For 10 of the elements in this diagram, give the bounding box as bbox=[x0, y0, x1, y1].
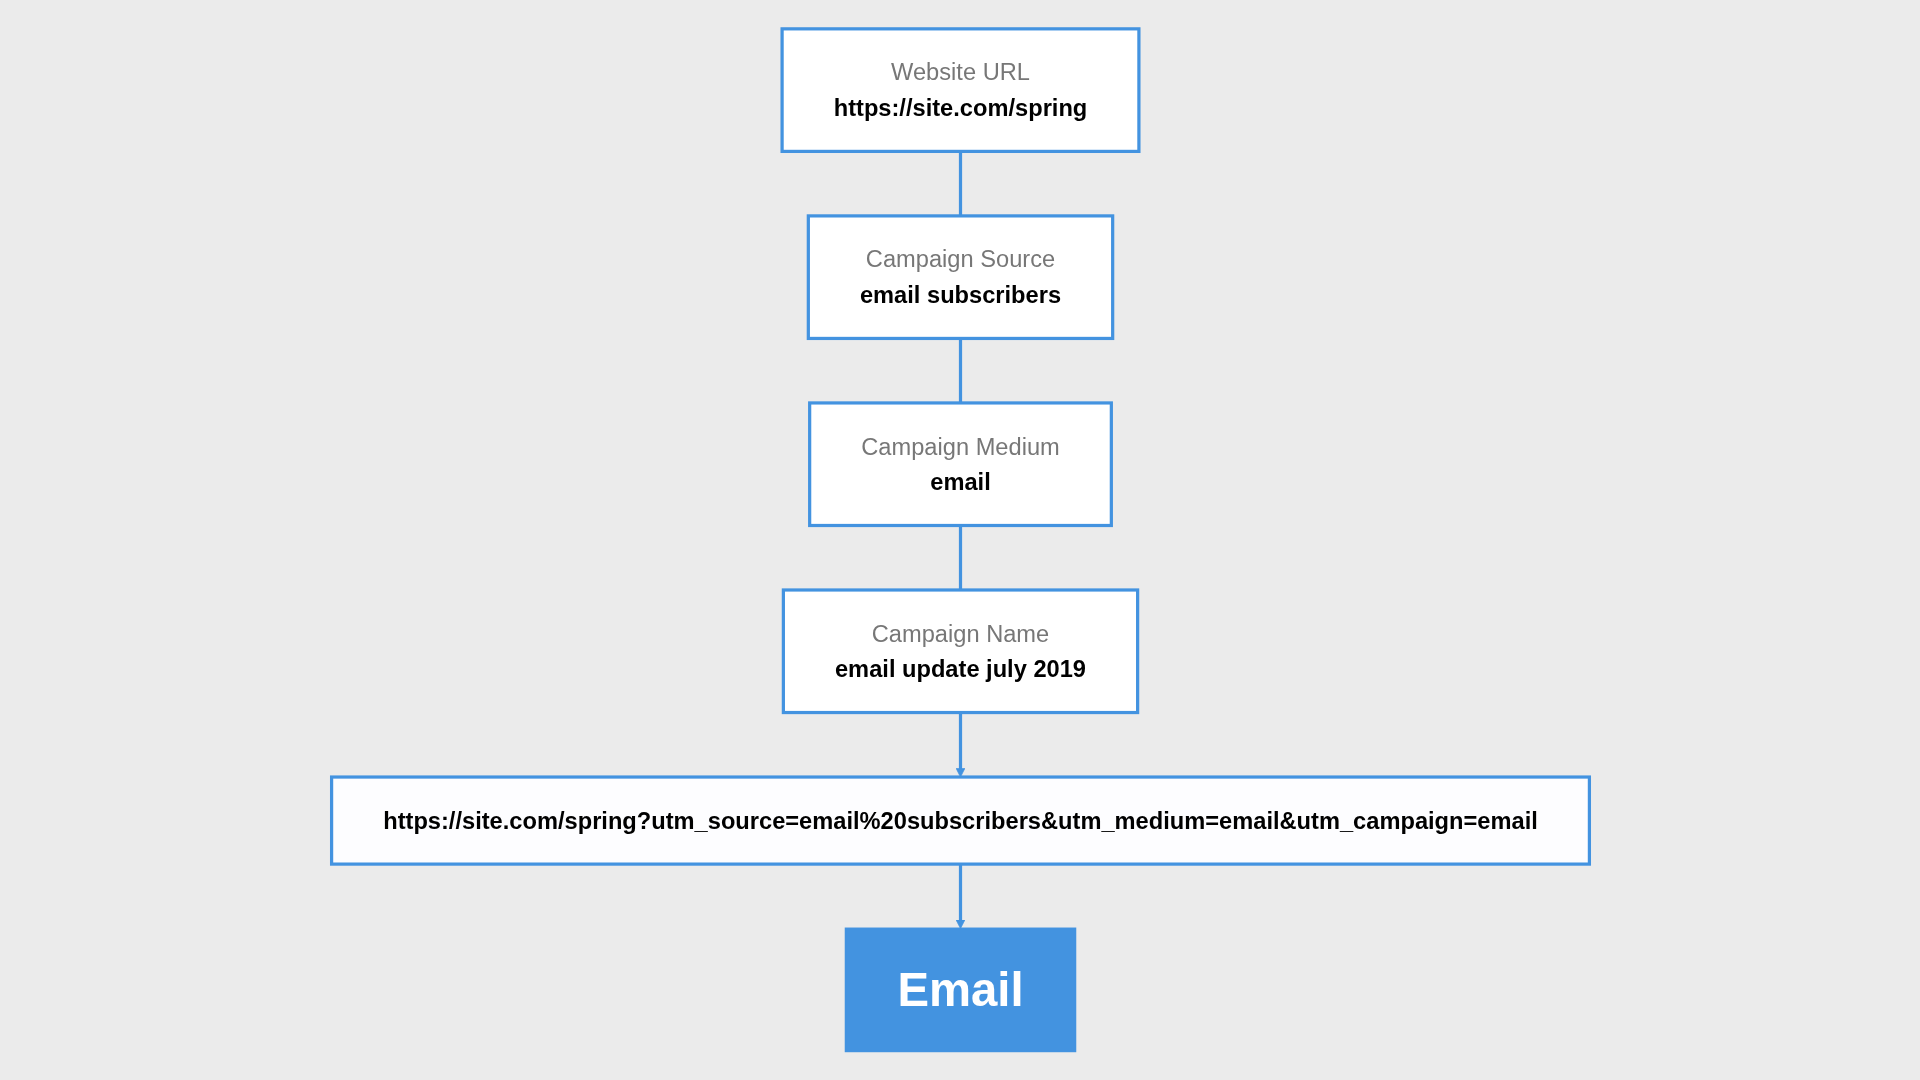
connector bbox=[958, 525, 962, 590]
node-box: Email bbox=[844, 927, 1076, 1053]
node-box: Campaign Medium email bbox=[807, 401, 1113, 528]
node-box: Campaign Name email update july 2019 bbox=[781, 588, 1139, 715]
connector bbox=[958, 338, 962, 403]
connector bbox=[958, 151, 962, 216]
node-box: Campaign Source email subscribers bbox=[806, 214, 1114, 341]
node-box: Website URL https://site.com/spring bbox=[780, 27, 1140, 153]
arrow bbox=[955, 712, 965, 778]
node-box: https://site.com/spring?utm_source=email%20subscribers&utm_medium=email&utm_campaign=email bbox=[329, 775, 1591, 866]
